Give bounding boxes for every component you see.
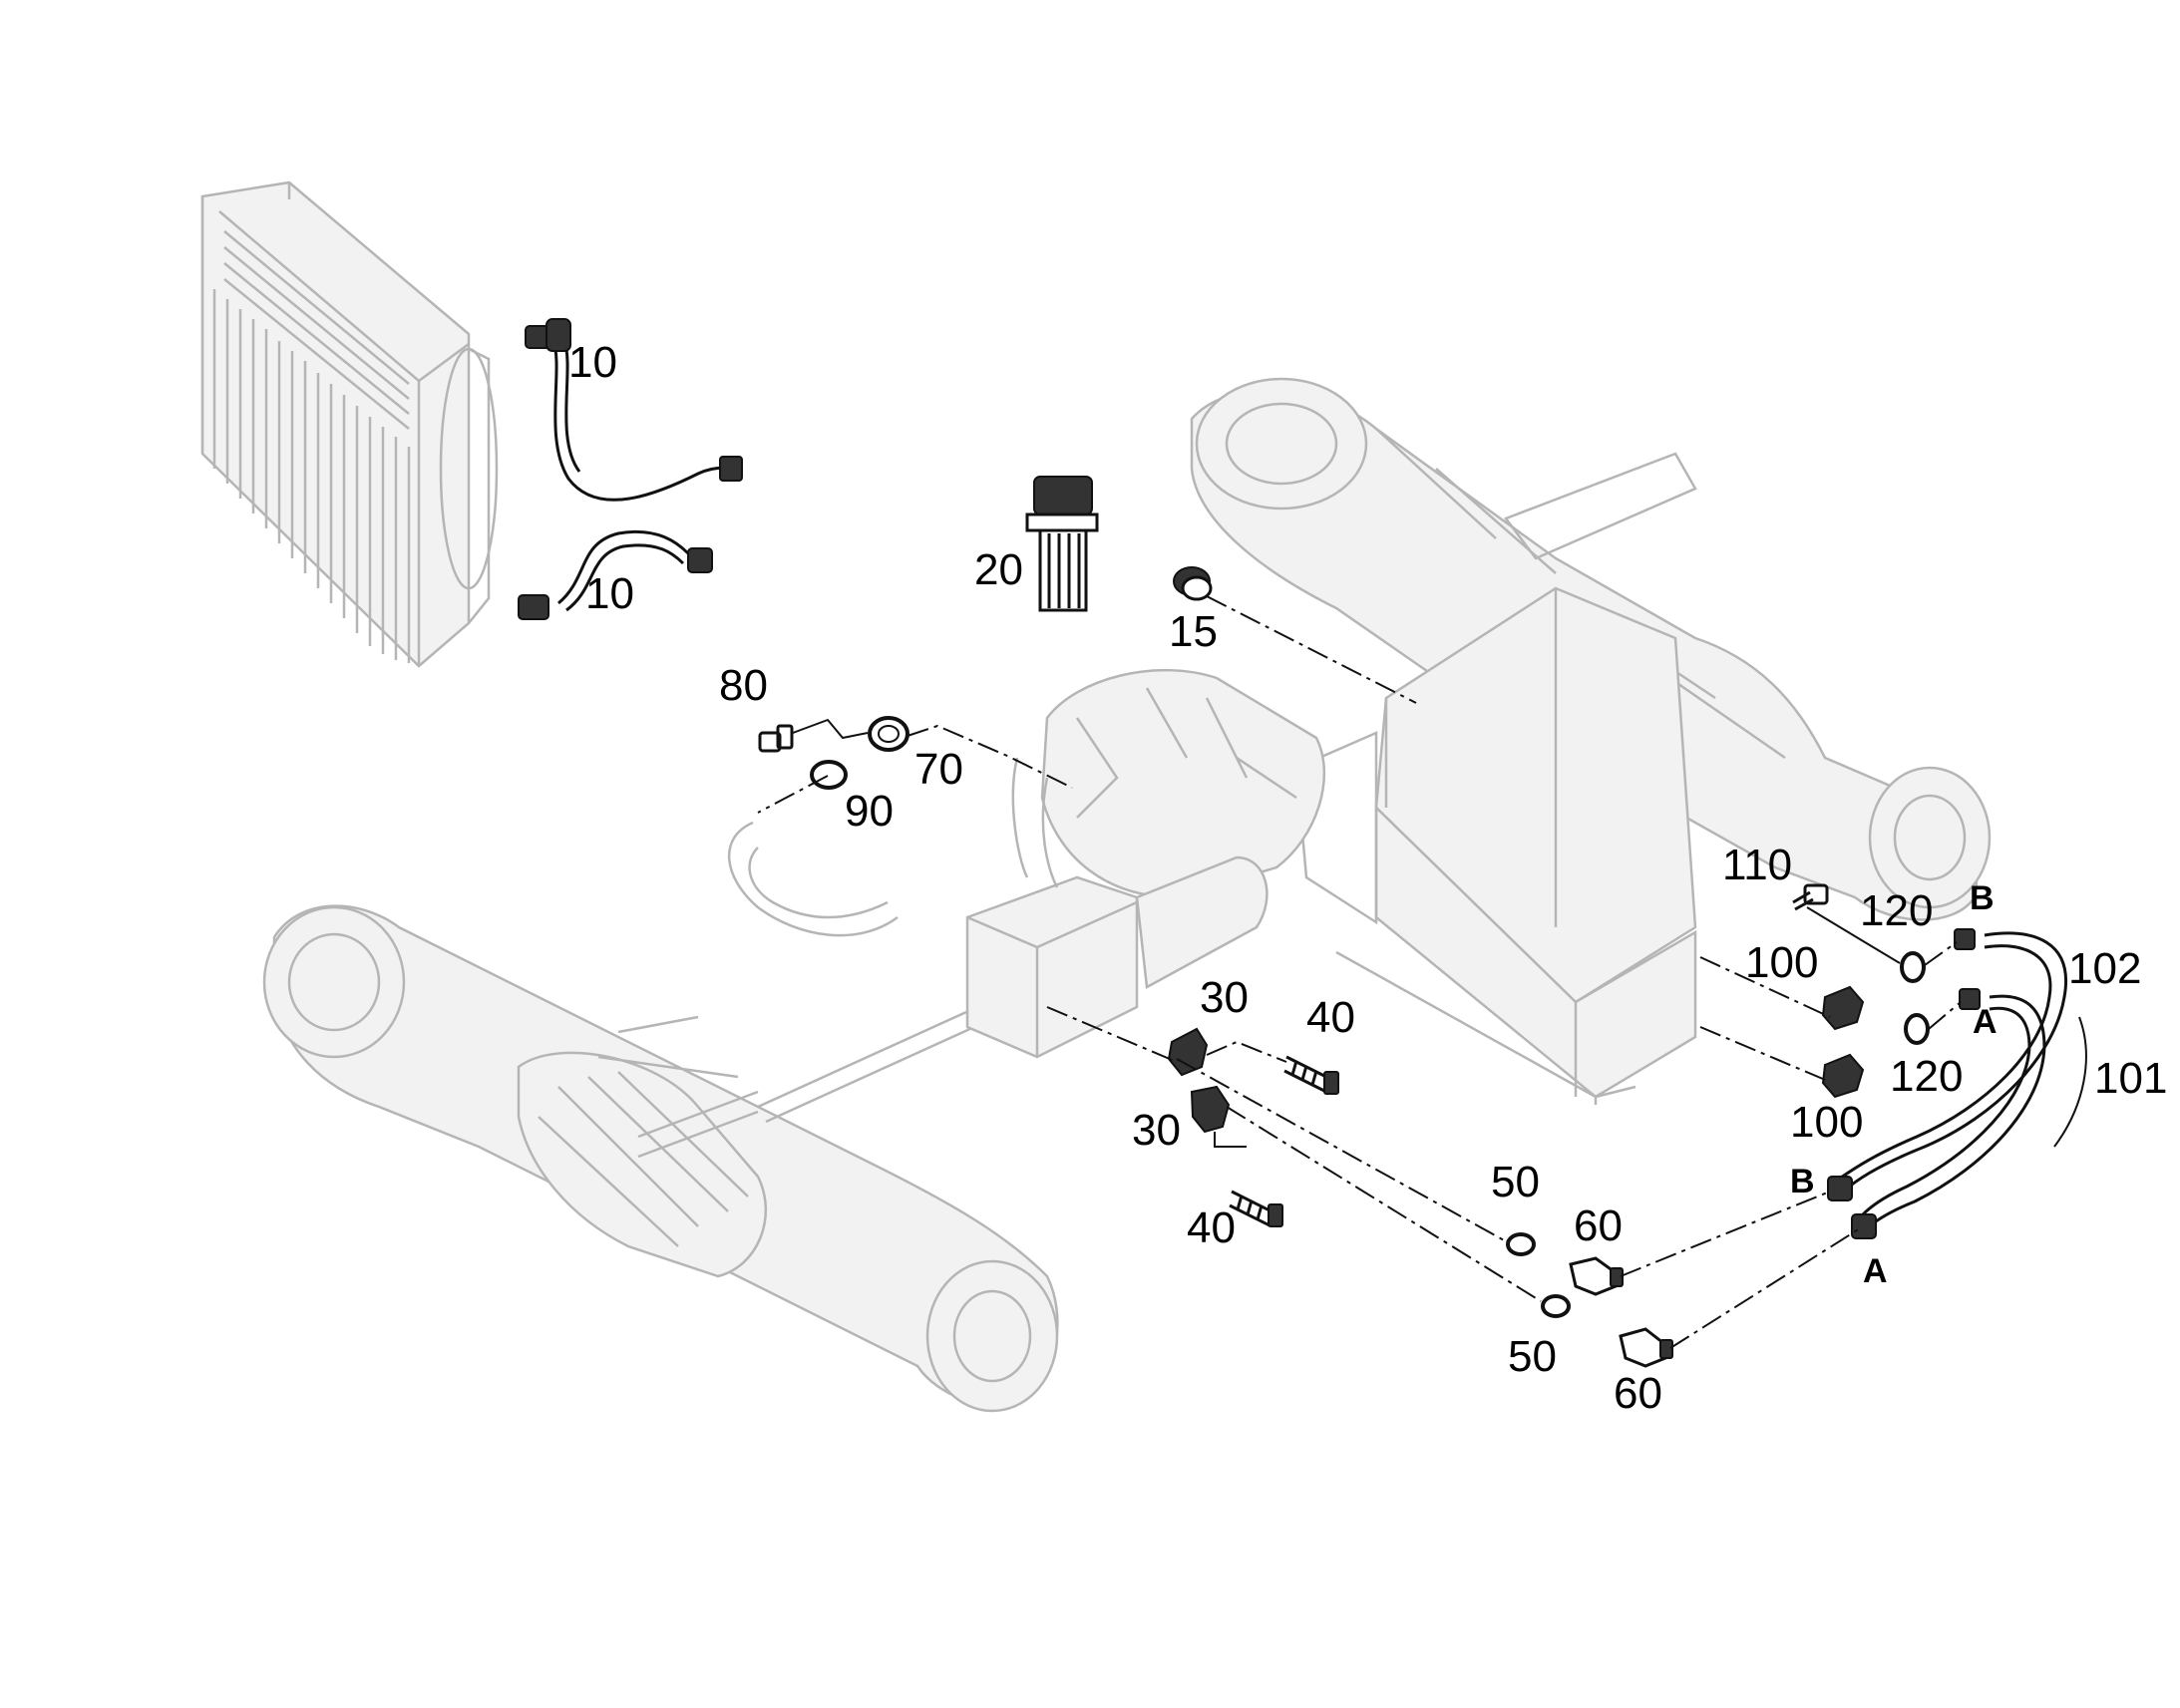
screw-80 xyxy=(758,724,794,753)
o-ring-120-lower xyxy=(1904,1013,1930,1045)
part-label-40-lower: 40 xyxy=(1187,1203,1236,1252)
part-label-60-upper: 60 xyxy=(1574,1201,1623,1250)
flange-100-upper xyxy=(1821,985,1865,1031)
port-label-b-bottom: B xyxy=(1790,1163,1815,1200)
hose-102 xyxy=(1827,928,2067,1201)
part-label-10-lower: 10 xyxy=(585,569,634,618)
part-label-15: 15 xyxy=(1169,607,1218,656)
o-ring-90 xyxy=(810,760,848,790)
part-label-20: 20 xyxy=(974,545,1023,594)
part-label-50-upper: 50 xyxy=(1491,1158,1540,1206)
o-ring-50-upper xyxy=(1506,1232,1536,1256)
oil-filter-20 xyxy=(1025,476,1099,612)
drive-shaft xyxy=(637,1005,986,1159)
hose-101 xyxy=(1851,988,2046,1239)
flange-30-upper xyxy=(1167,1027,1209,1077)
part-label-90: 90 xyxy=(845,787,894,836)
transmission-pump-assembly xyxy=(965,668,1325,1059)
hydraulic-tank xyxy=(1294,586,1697,1105)
part-label-100-upper: 100 xyxy=(1745,938,1818,987)
part-label-40-upper: 40 xyxy=(1306,993,1355,1042)
part-label-120-upper: 120 xyxy=(1860,886,1933,935)
flange-100-lower xyxy=(1821,1053,1865,1099)
port-labels: B A B A xyxy=(1790,879,1998,1290)
port-label-a-bottom: A xyxy=(1863,1252,1888,1290)
port-label-b-top: B xyxy=(1970,879,1995,917)
front-axle xyxy=(262,904,1059,1413)
o-ring-120-upper xyxy=(1900,951,1926,983)
part-label-70: 70 xyxy=(914,745,963,794)
port-label-a-top: A xyxy=(1973,1003,1998,1041)
part-label-50-lower: 50 xyxy=(1508,1332,1557,1381)
part-label-10-upper: 10 xyxy=(568,338,617,387)
leader-lines xyxy=(757,595,1962,1349)
flange-70 xyxy=(868,716,909,752)
part-label-60-lower: 60 xyxy=(1614,1369,1662,1418)
part-label-30-lower: 30 xyxy=(1132,1106,1181,1155)
suction-hose xyxy=(728,821,899,937)
elbow-60-lower xyxy=(1619,1327,1673,1368)
part-label-30-upper: 30 xyxy=(1200,973,1249,1022)
hose-10-lower xyxy=(518,530,713,620)
hose-10-upper xyxy=(525,318,743,502)
screw-40-lower xyxy=(1229,1190,1283,1227)
screw-110 xyxy=(1792,883,1829,911)
hose-101-leader xyxy=(2053,1016,2087,1148)
breather-cap-15 xyxy=(1173,566,1213,601)
o-ring-50-lower xyxy=(1541,1294,1571,1318)
oil-cooler-radiator xyxy=(200,180,499,668)
part-labels: 10 10 20 15 80 70 90 30 40 30 40 50 60 5… xyxy=(568,338,2167,1418)
screw-40-upper xyxy=(1283,1055,1339,1095)
elbow-60-upper xyxy=(1569,1256,1624,1296)
part-label-102: 102 xyxy=(2068,944,2141,993)
part-label-120-lower: 120 xyxy=(1890,1052,1963,1101)
radiator-fins xyxy=(212,230,411,663)
part-label-110: 110 xyxy=(1722,841,1792,889)
flange-30-lower xyxy=(1190,1085,1231,1134)
part-label-80: 80 xyxy=(719,661,768,710)
part-label-101: 101 xyxy=(2094,1054,2167,1103)
part-label-100-lower: 100 xyxy=(1790,1098,1863,1147)
